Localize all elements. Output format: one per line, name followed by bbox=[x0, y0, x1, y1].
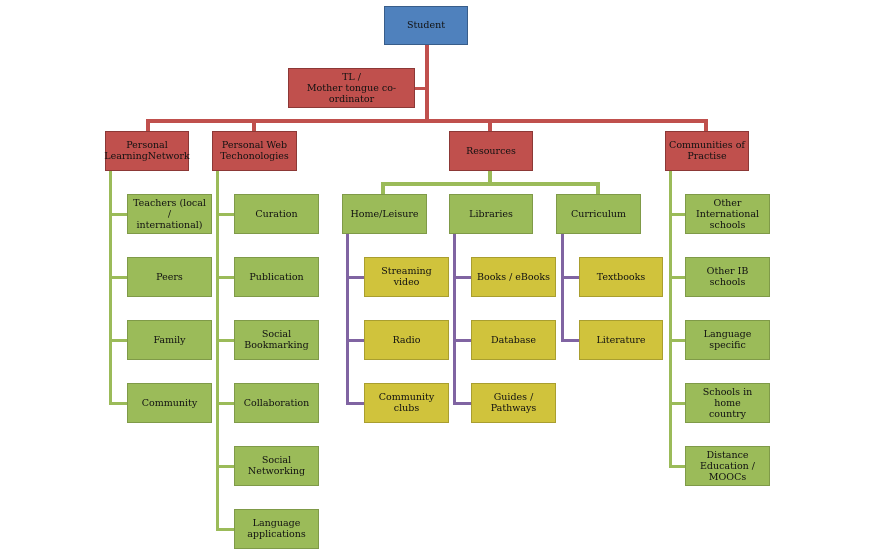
libraries-child-node: Guides / Pathways bbox=[471, 383, 556, 423]
cop-child-node: Other International schools bbox=[685, 194, 770, 234]
connector-line bbox=[109, 402, 127, 405]
plnet-child-node: Community bbox=[127, 383, 212, 423]
connector-line bbox=[488, 171, 492, 185]
pwt-child-node: Social Networking bbox=[234, 446, 319, 486]
connector-line bbox=[146, 119, 707, 123]
cop-child-node: Language specific bbox=[685, 320, 770, 360]
connector-line bbox=[669, 339, 685, 342]
connector-line bbox=[453, 339, 471, 342]
student-node: Student bbox=[384, 6, 468, 45]
connector-line bbox=[453, 234, 456, 405]
pwt-child-node: Collaboration bbox=[234, 383, 319, 423]
connector-line bbox=[381, 182, 385, 194]
connector-line bbox=[488, 119, 492, 131]
curriculum-child-node: Textbooks bbox=[579, 257, 663, 297]
communities-of-practise-node: Communities of Practise bbox=[665, 131, 749, 171]
pwt-child-node: Language applications bbox=[234, 509, 319, 549]
libraries-child-node: Books / eBooks bbox=[471, 257, 556, 297]
home-leisure-child-node: Streaming video bbox=[364, 257, 449, 297]
connector-line bbox=[561, 234, 564, 342]
connector-line bbox=[109, 171, 112, 405]
personal-learning-network-node: Personal LearningNetwork bbox=[104, 131, 190, 171]
connector-line bbox=[252, 119, 256, 131]
connector-line bbox=[146, 119, 150, 131]
pwt-child-node: Publication bbox=[234, 257, 319, 297]
connector-line bbox=[704, 119, 708, 131]
connector-line bbox=[109, 339, 127, 342]
connector-line bbox=[414, 87, 426, 90]
connector-line bbox=[596, 182, 600, 194]
connector-line bbox=[346, 339, 364, 342]
libraries-child-node: Database bbox=[471, 320, 556, 360]
connector-line bbox=[216, 528, 234, 531]
plnet-child-node: Peers bbox=[127, 257, 212, 297]
home-leisure-child-node: Radio bbox=[364, 320, 449, 360]
connector-line bbox=[216, 402, 234, 405]
libraries-node: Libraries bbox=[449, 194, 533, 234]
connector-line bbox=[669, 276, 685, 279]
connector-line bbox=[109, 213, 127, 216]
connector-line bbox=[346, 276, 364, 279]
curriculum-node: Curriculum bbox=[556, 194, 641, 234]
connector-line bbox=[425, 45, 429, 122]
connector-line bbox=[669, 465, 685, 468]
home-leisure-node: Home/Leisure bbox=[342, 194, 427, 234]
connector-line bbox=[216, 339, 234, 342]
connector-line bbox=[381, 182, 600, 186]
connector-line bbox=[561, 276, 579, 279]
connector-line bbox=[216, 171, 219, 531]
cop-child-node: Other IB schools bbox=[685, 257, 770, 297]
cop-child-node: Distance Education / MOOCs bbox=[685, 446, 770, 486]
plnet-child-node: Teachers (local / international) bbox=[127, 194, 212, 234]
connector-line bbox=[216, 465, 234, 468]
connector-line bbox=[669, 402, 685, 405]
curriculum-child-node: Literature bbox=[579, 320, 663, 360]
coordinator-node: TL / Mother tongue co-ordinator bbox=[288, 68, 415, 108]
connector-line bbox=[669, 171, 672, 468]
connector-line bbox=[346, 402, 364, 405]
connector-line bbox=[453, 276, 471, 279]
connector-line bbox=[561, 339, 579, 342]
personal-web-technologies-node: Personal Web Techonologies bbox=[212, 131, 297, 171]
pwt-child-node: Curation bbox=[234, 194, 319, 234]
plnet-child-node: Family bbox=[127, 320, 212, 360]
pwt-child-node: Social Bookmarking bbox=[234, 320, 319, 360]
connector-line bbox=[453, 402, 471, 405]
connector-line bbox=[346, 234, 349, 405]
connector-line bbox=[216, 276, 234, 279]
connector-line bbox=[109, 276, 127, 279]
resources-node: Resources bbox=[449, 131, 533, 171]
home-leisure-child-node: Community clubs bbox=[364, 383, 449, 423]
cop-child-node: Schools in home country bbox=[685, 383, 770, 423]
connector-line bbox=[216, 213, 234, 216]
connector-line bbox=[669, 213, 685, 216]
